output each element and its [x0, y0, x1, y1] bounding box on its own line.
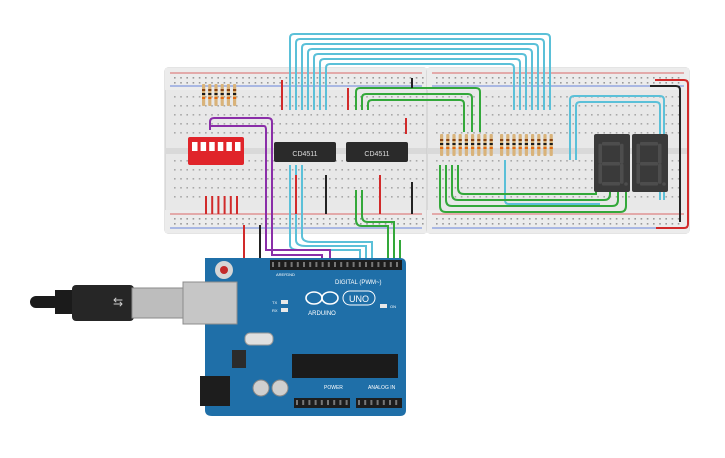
power-jack: [200, 376, 230, 406]
arduino-uno[interactable]: DIGITAL (PWM~) AREF GND ARDUINO UNO ON T…: [182, 258, 406, 416]
blue-wires[interactable]: [289, 33, 665, 262]
power-label: POWER: [324, 385, 343, 391]
seven-segment-display-ones[interactable]: [632, 134, 668, 192]
chip-label: CD4511: [364, 151, 389, 158]
header-pins: [272, 262, 398, 405]
on-label: ON: [390, 304, 396, 309]
resistor-banks[interactable]: [202, 84, 553, 214]
rx-label: RX: [272, 308, 278, 313]
model-label: UNO: [349, 294, 369, 304]
brand-label: ARDUINO: [308, 311, 336, 317]
dip-switch[interactable]: [188, 137, 244, 165]
digit-segments: [598, 142, 628, 186]
analog-header[interactable]: [356, 398, 402, 408]
usb-cable: ⇆: [30, 285, 185, 321]
gnd-label: GND: [286, 272, 295, 277]
chip-label: CD4511: [292, 151, 317, 158]
digital-header-label: DIGITAL (PWM~): [335, 280, 382, 286]
atmega-chip: [292, 354, 398, 378]
aref-label: AREF: [276, 272, 287, 277]
chip-cd4511-left[interactable]: CD4511: [274, 142, 336, 162]
purple-wires[interactable]: [209, 117, 331, 262]
analog-label: ANALOG IN: [368, 385, 396, 391]
breadboard-holes: [174, 77, 680, 225]
usb-icon: ⇆: [113, 295, 123, 309]
chip-cd4511-right[interactable]: CD4511: [346, 142, 408, 162]
usb-port: [182, 281, 238, 325]
tx-label: TX: [272, 300, 277, 305]
digit-segments: [636, 142, 666, 186]
seven-segment-display-tens[interactable]: [594, 134, 630, 192]
